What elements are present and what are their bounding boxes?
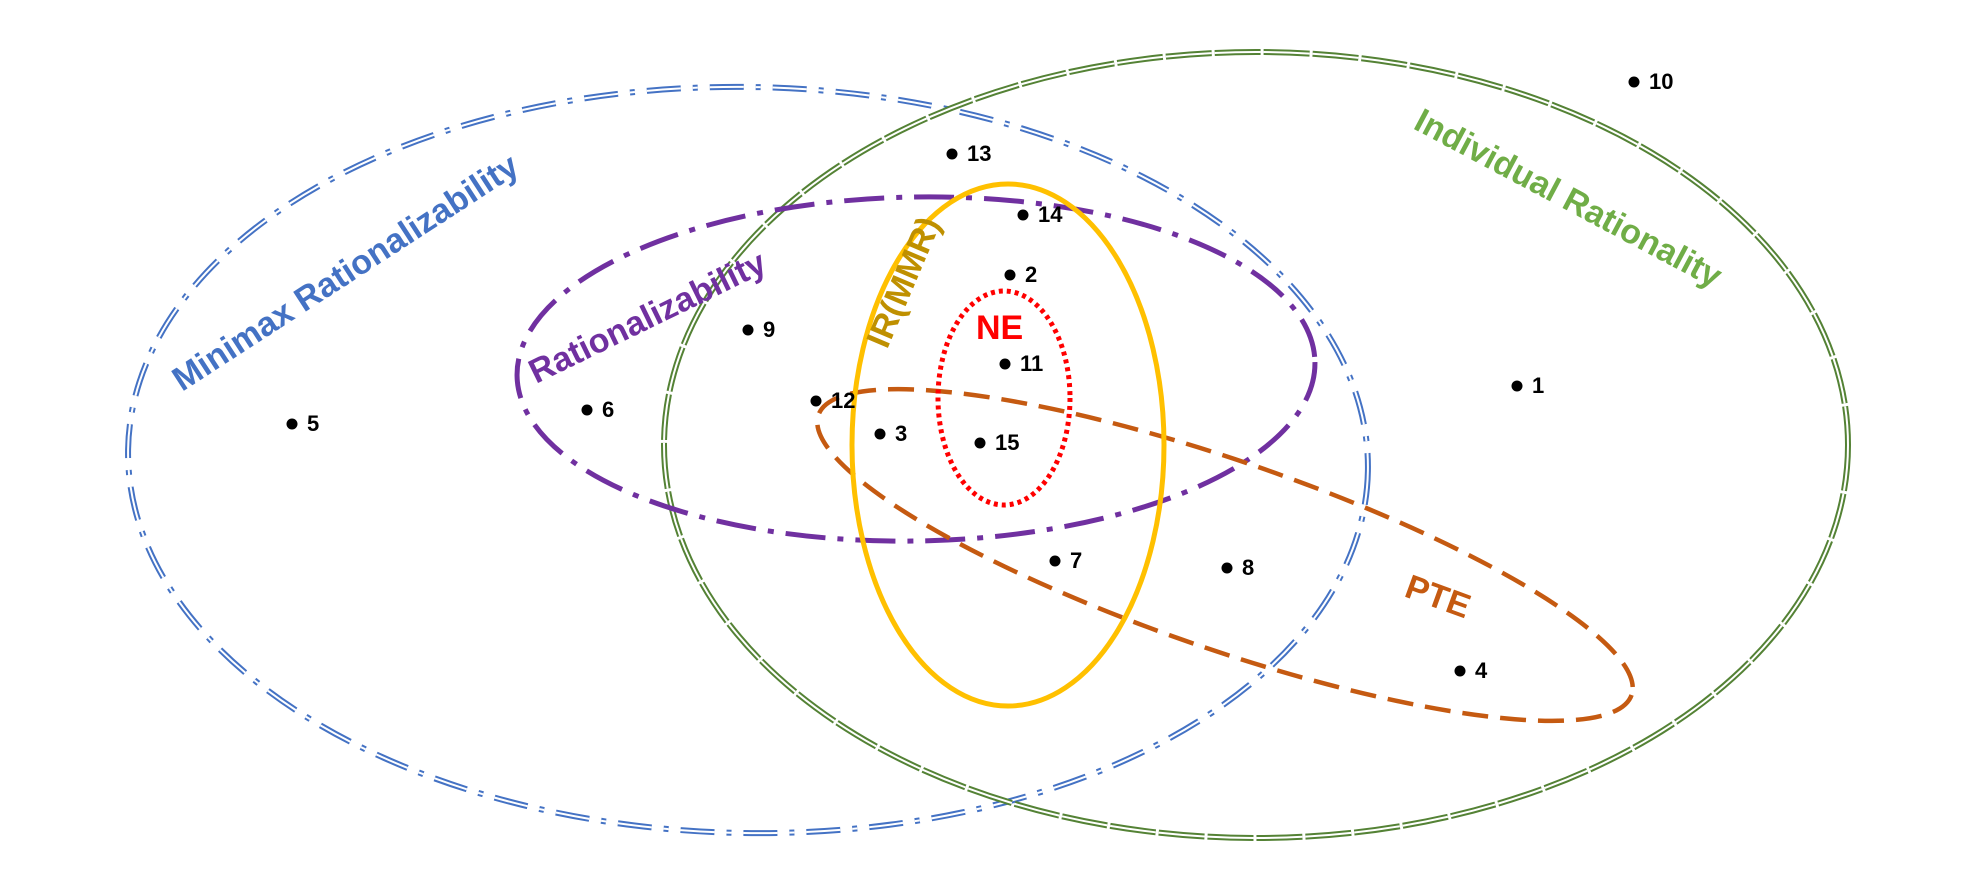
point-marker bbox=[1511, 380, 1523, 392]
point-5: 5 bbox=[286, 411, 319, 436]
point-8: 8 bbox=[1221, 555, 1254, 580]
point-marker bbox=[974, 437, 986, 449]
point-label: 9 bbox=[763, 317, 775, 342]
point-label: 14 bbox=[1038, 202, 1063, 227]
point-label: 15 bbox=[995, 430, 1019, 455]
point-label: 10 bbox=[1649, 69, 1673, 94]
point-4: 4 bbox=[1454, 658, 1488, 683]
point-label: 4 bbox=[1475, 658, 1488, 683]
point-marker bbox=[1049, 555, 1061, 567]
point-label: 1 bbox=[1532, 373, 1544, 398]
individual-rationality-set bbox=[661, 49, 1851, 841]
point-marker bbox=[810, 395, 822, 407]
point-6: 6 bbox=[581, 397, 614, 422]
minimax-rationalizability-label: Minimax Rationalizability bbox=[166, 147, 526, 399]
point-marker bbox=[999, 358, 1011, 370]
point-label: 13 bbox=[967, 141, 991, 166]
point-marker bbox=[946, 148, 958, 160]
ne-label: NE bbox=[976, 309, 1023, 347]
point-label: 7 bbox=[1070, 548, 1082, 573]
point-label: 11 bbox=[1020, 351, 1043, 376]
point-11: 11 bbox=[999, 351, 1043, 376]
point-10: 10 bbox=[1628, 69, 1673, 94]
point-15: 15 bbox=[974, 430, 1019, 455]
point-7: 7 bbox=[1049, 548, 1082, 573]
rationalizability-set bbox=[514, 194, 1318, 544]
point-marker bbox=[742, 324, 754, 336]
point-marker bbox=[581, 404, 593, 416]
rationalizability-label: Rationalizability bbox=[523, 244, 772, 392]
point-label: 6 bbox=[602, 397, 614, 422]
point-marker bbox=[1004, 269, 1016, 281]
point-3: 3 bbox=[874, 421, 907, 446]
point-label: 2 bbox=[1025, 262, 1037, 287]
point-marker bbox=[1221, 562, 1233, 574]
point-12: 12 bbox=[810, 388, 855, 413]
point-marker bbox=[874, 428, 886, 440]
point-marker bbox=[1628, 76, 1640, 88]
ir-mmr-set bbox=[849, 181, 1167, 709]
point-marker bbox=[1454, 665, 1466, 677]
point-label: 8 bbox=[1242, 555, 1254, 580]
point-label: 12 bbox=[831, 388, 855, 413]
point-13: 13 bbox=[946, 141, 991, 166]
point-14: 14 bbox=[1017, 202, 1063, 227]
pte-set bbox=[815, 386, 1635, 724]
ir-mmr-label: IR(MMR) bbox=[859, 211, 948, 353]
point-1: 1 bbox=[1511, 373, 1544, 398]
pte-label: PTE bbox=[1400, 568, 1475, 626]
point-label: 3 bbox=[895, 421, 907, 446]
point-marker bbox=[286, 418, 298, 430]
individual-rationality-label: Individual Rationality bbox=[1408, 102, 1728, 296]
point-marker bbox=[1017, 209, 1029, 221]
point-9: 9 bbox=[742, 317, 775, 342]
ne-set bbox=[935, 288, 1073, 508]
point-2: 2 bbox=[1004, 262, 1037, 287]
point-label: 5 bbox=[307, 411, 319, 436]
minimax-rationalizability-set bbox=[125, 83, 1371, 837]
